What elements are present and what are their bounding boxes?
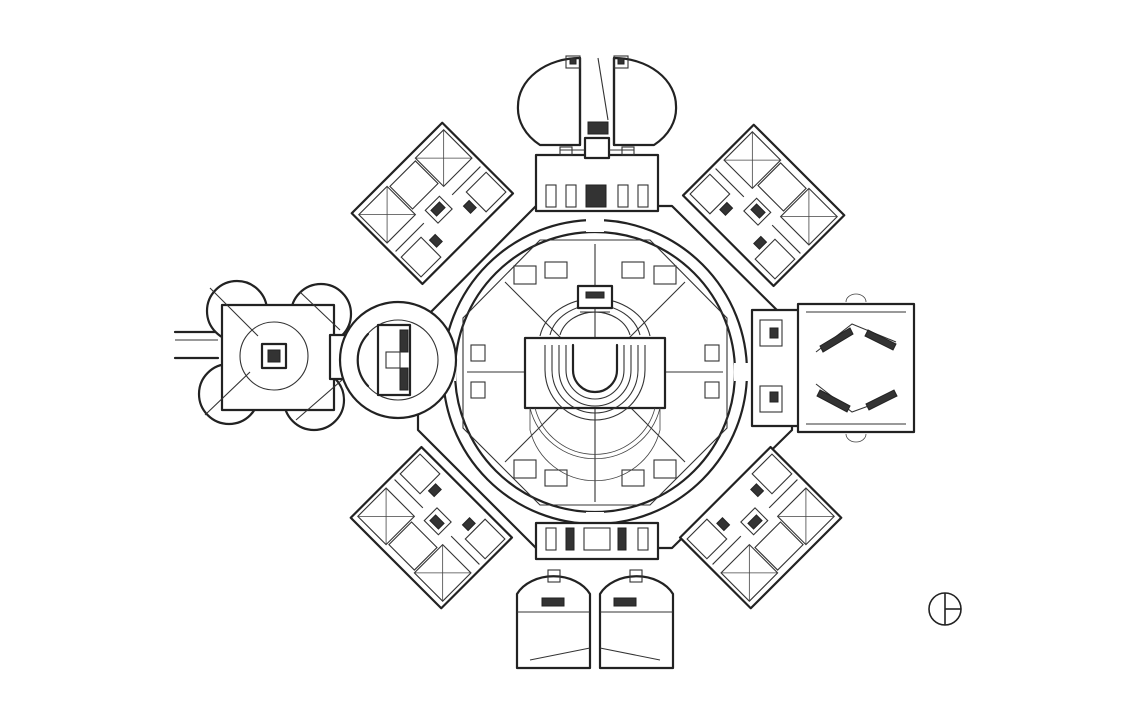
west-drum (338, 300, 458, 420)
wing-north-east (681, 123, 846, 288)
south-entry (515, 521, 675, 670)
wing-north-west (350, 121, 515, 286)
west-wing (173, 279, 362, 432)
wing-south-east (678, 445, 843, 610)
north-arrow-icon (928, 592, 962, 626)
central-auditorium (523, 284, 667, 482)
east-wing (750, 293, 916, 443)
wing-south-west (349, 445, 514, 610)
north-entry (516, 55, 678, 213)
